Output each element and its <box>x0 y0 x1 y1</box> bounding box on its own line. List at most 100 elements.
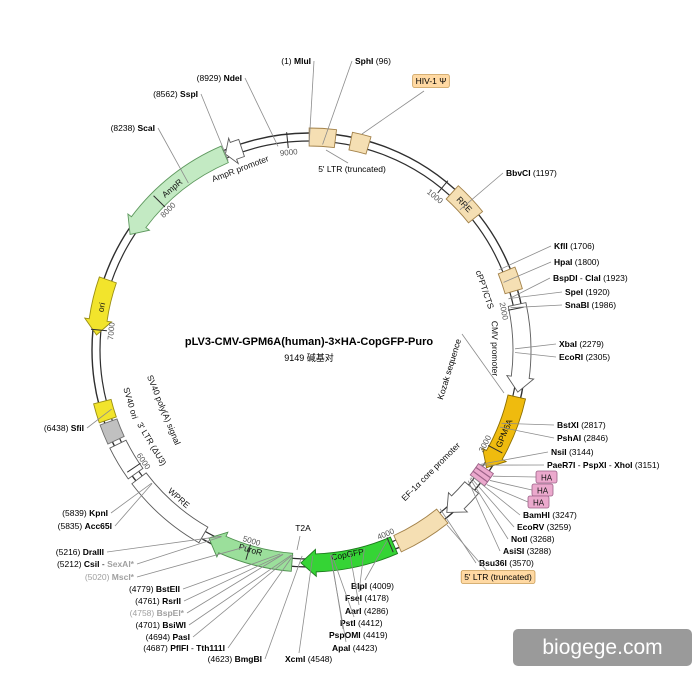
callout-psi-label[interactable]: HIV-1 Ψ <box>416 76 447 86</box>
site-leader-SpeI <box>508 291 563 299</box>
site-label-Acc65I[interactable]: (5835) Acc65I <box>58 521 112 531</box>
site-leader-HpaI <box>503 261 552 283</box>
site-label-FseI[interactable]: FseI (4178) <box>345 593 389 603</box>
site-leader-SnaBI <box>510 304 563 309</box>
callout-ltr5-b-label[interactable]: 5' LTR (truncated) <box>464 572 532 582</box>
site-leader-ScaI <box>157 127 189 184</box>
site-label-BstEII[interactable]: (4779) BstEII <box>129 584 180 594</box>
feature-ampr-promoter[interactable] <box>224 136 245 165</box>
feature-ltr3[interactable] <box>109 439 144 480</box>
site-label-AsiSI[interactable]: AsiSI (3288) <box>503 546 551 556</box>
site-leader-AsiSI <box>467 480 501 552</box>
feature-ef1a-core-promoter[interactable] <box>446 481 480 513</box>
site-leader-XbaI <box>514 343 557 350</box>
callout-kozak-label[interactable]: Kozak sequence <box>435 337 463 400</box>
site-leader-MluI <box>308 60 315 145</box>
feature-sv40-polya[interactable] <box>99 418 125 445</box>
site-label-RsrII[interactable]: (4761) RsrII <box>135 596 181 606</box>
site-label-SpeI[interactable]: SpeI (1920) <box>565 287 610 297</box>
feature-wpre[interactable] <box>131 472 209 544</box>
site-label-BspEI[interactable]: (4758) BspEI* <box>130 608 185 618</box>
feature-cppt-cts[interactable] <box>497 266 523 295</box>
feature-ha-3[interactable] <box>469 470 489 487</box>
site-label-SphI[interactable]: SphI (96) <box>355 56 391 66</box>
site-label-PstI[interactable]: PstI (4412) <box>340 618 383 628</box>
site-label-SnaBI[interactable]: SnaBI (1986) <box>565 300 616 310</box>
site-leader-BsiWI <box>188 554 292 626</box>
site-label-Bsu36I[interactable]: Bsu36I (3570) <box>479 558 534 568</box>
site-label-EcoRI[interactable]: EcoRI (2305) <box>559 352 610 362</box>
site-leader-PflFI-Tth111I <box>227 555 294 649</box>
ha-tag-box-3[interactable] <box>527 495 550 509</box>
site-leader-PasI <box>192 554 293 638</box>
ha-tag-label-3: HA <box>533 499 545 508</box>
site-leader-FseI <box>358 548 365 593</box>
site-label-SfiI[interactable]: (6438) SfiI <box>44 423 84 433</box>
site-label-XbaI[interactable]: XbaI (2279) <box>559 339 604 349</box>
feature-psi[interactable] <box>348 131 372 155</box>
ha-leader-3 <box>486 484 529 503</box>
site-label-XcmI[interactable]: XcmI (4548) <box>285 654 332 664</box>
tick-8000 <box>153 195 166 208</box>
feature-ampr[interactable] <box>127 145 229 235</box>
tick-3000 <box>487 445 503 454</box>
feature-ltr5-b[interactable] <box>393 508 449 553</box>
feature-ori[interactable] <box>83 276 117 336</box>
site-leader-BlpI <box>364 540 388 581</box>
tick-1000 <box>437 180 449 194</box>
site-label-BspDI-ClaI[interactable]: BspDI - ClaI (1923) <box>553 273 628 283</box>
tick-4000 <box>386 537 394 553</box>
feature-cmv-promoter[interactable] <box>505 302 535 393</box>
callout-t2a-label[interactable]: T2A <box>295 523 311 533</box>
site-label-KflI[interactable]: KflI (1706) <box>554 241 595 251</box>
callout-leader-t2a-label <box>296 535 301 551</box>
site-label-CsiI-SexAI[interactable]: (5212) CsiI - SexAI* <box>57 559 135 569</box>
site-label-ApaI[interactable]: ApaI (4423) <box>332 643 378 653</box>
site-leader-PstI <box>331 554 355 618</box>
site-label-BstXI[interactable]: BstXI (2817) <box>557 420 606 430</box>
callout-leader-ltr5-b-label <box>446 524 488 572</box>
site-label-MluI[interactable]: (1) MluI <box>281 56 311 66</box>
site-leader-EcoRI <box>514 352 557 358</box>
site-leader-NsiI <box>480 451 549 465</box>
ha-tag-label-1: HA <box>541 474 553 483</box>
site-label-PflFI-Tth111I[interactable]: (4687) PflFI - Tth111I <box>143 643 225 653</box>
site-label-PaeR7I-PspXI-XhoI[interactable]: PaeR7I - PspXI - XhoI (3151) <box>547 460 660 470</box>
site-label-PshAI[interactable]: PshAI (2846) <box>557 433 608 443</box>
callout-ltr5-a-label[interactable]: 5' LTR (truncated) <box>318 164 386 174</box>
feature-gpm6a[interactable] <box>481 394 527 469</box>
site-label-BsiWI[interactable]: (4701) BsiWI <box>135 620 186 630</box>
tick-label-9000: 9000 <box>279 147 298 158</box>
site-label-AarI[interactable]: AarI (4286) <box>345 606 389 616</box>
ha-tag-box-1[interactable] <box>535 470 558 484</box>
feature-label-ef1a-core-promoter: EF-1α core promoter <box>399 440 462 503</box>
site-label-BbvCI[interactable]: BbvCI (1197) <box>506 168 557 178</box>
site-label-BamHI[interactable]: BamHI (3247) <box>523 510 577 520</box>
site-label-MscI[interactable]: (5020) MscI* <box>85 572 135 582</box>
site-label-BlpI[interactable]: BlpI (4009) <box>351 581 394 591</box>
tick-label-7000: 7000 <box>106 321 117 340</box>
tick-9000 <box>286 132 289 149</box>
ha-tag-label-2: HA <box>537 487 549 496</box>
site-label-KpnI[interactable]: (5839) KpnI <box>62 508 108 518</box>
site-label-ScaI[interactable]: (8238) ScaI <box>111 123 155 133</box>
site-label-PasI[interactable]: (4694) PasI <box>146 632 190 642</box>
tick-label-2000: 2000 <box>497 301 509 321</box>
site-label-BmgBI[interactable]: (4623) BmgBI <box>208 654 262 664</box>
site-label-NotI[interactable]: NotI (3268) <box>511 534 555 544</box>
feature-ltr5-a[interactable] <box>308 127 338 149</box>
site-label-NdeI[interactable]: (8929) NdeI <box>197 73 242 83</box>
site-label-SspI[interactable]: (8562) SspI <box>153 89 198 99</box>
site-label-DraIII[interactable]: (5216) DraIII <box>56 547 104 557</box>
feature-rre[interactable] <box>445 185 484 224</box>
site-leader-NotI <box>469 478 509 540</box>
tick-5000 <box>245 544 251 560</box>
site-leader-DraIII <box>106 535 222 553</box>
feature-sv40-ori[interactable] <box>93 398 117 424</box>
site-label-PspOMI[interactable]: PspOMI (4419) <box>329 630 388 640</box>
site-label-HpaI[interactable]: HpaI (1800) <box>554 257 600 267</box>
site-label-NsiI[interactable]: NsiI (3144) <box>551 447 594 457</box>
feature-copgfp[interactable] <box>300 536 399 578</box>
site-leader-BspDI-ClaI <box>508 277 551 300</box>
site-label-EcoRV[interactable]: EcoRV (3259) <box>517 522 571 532</box>
